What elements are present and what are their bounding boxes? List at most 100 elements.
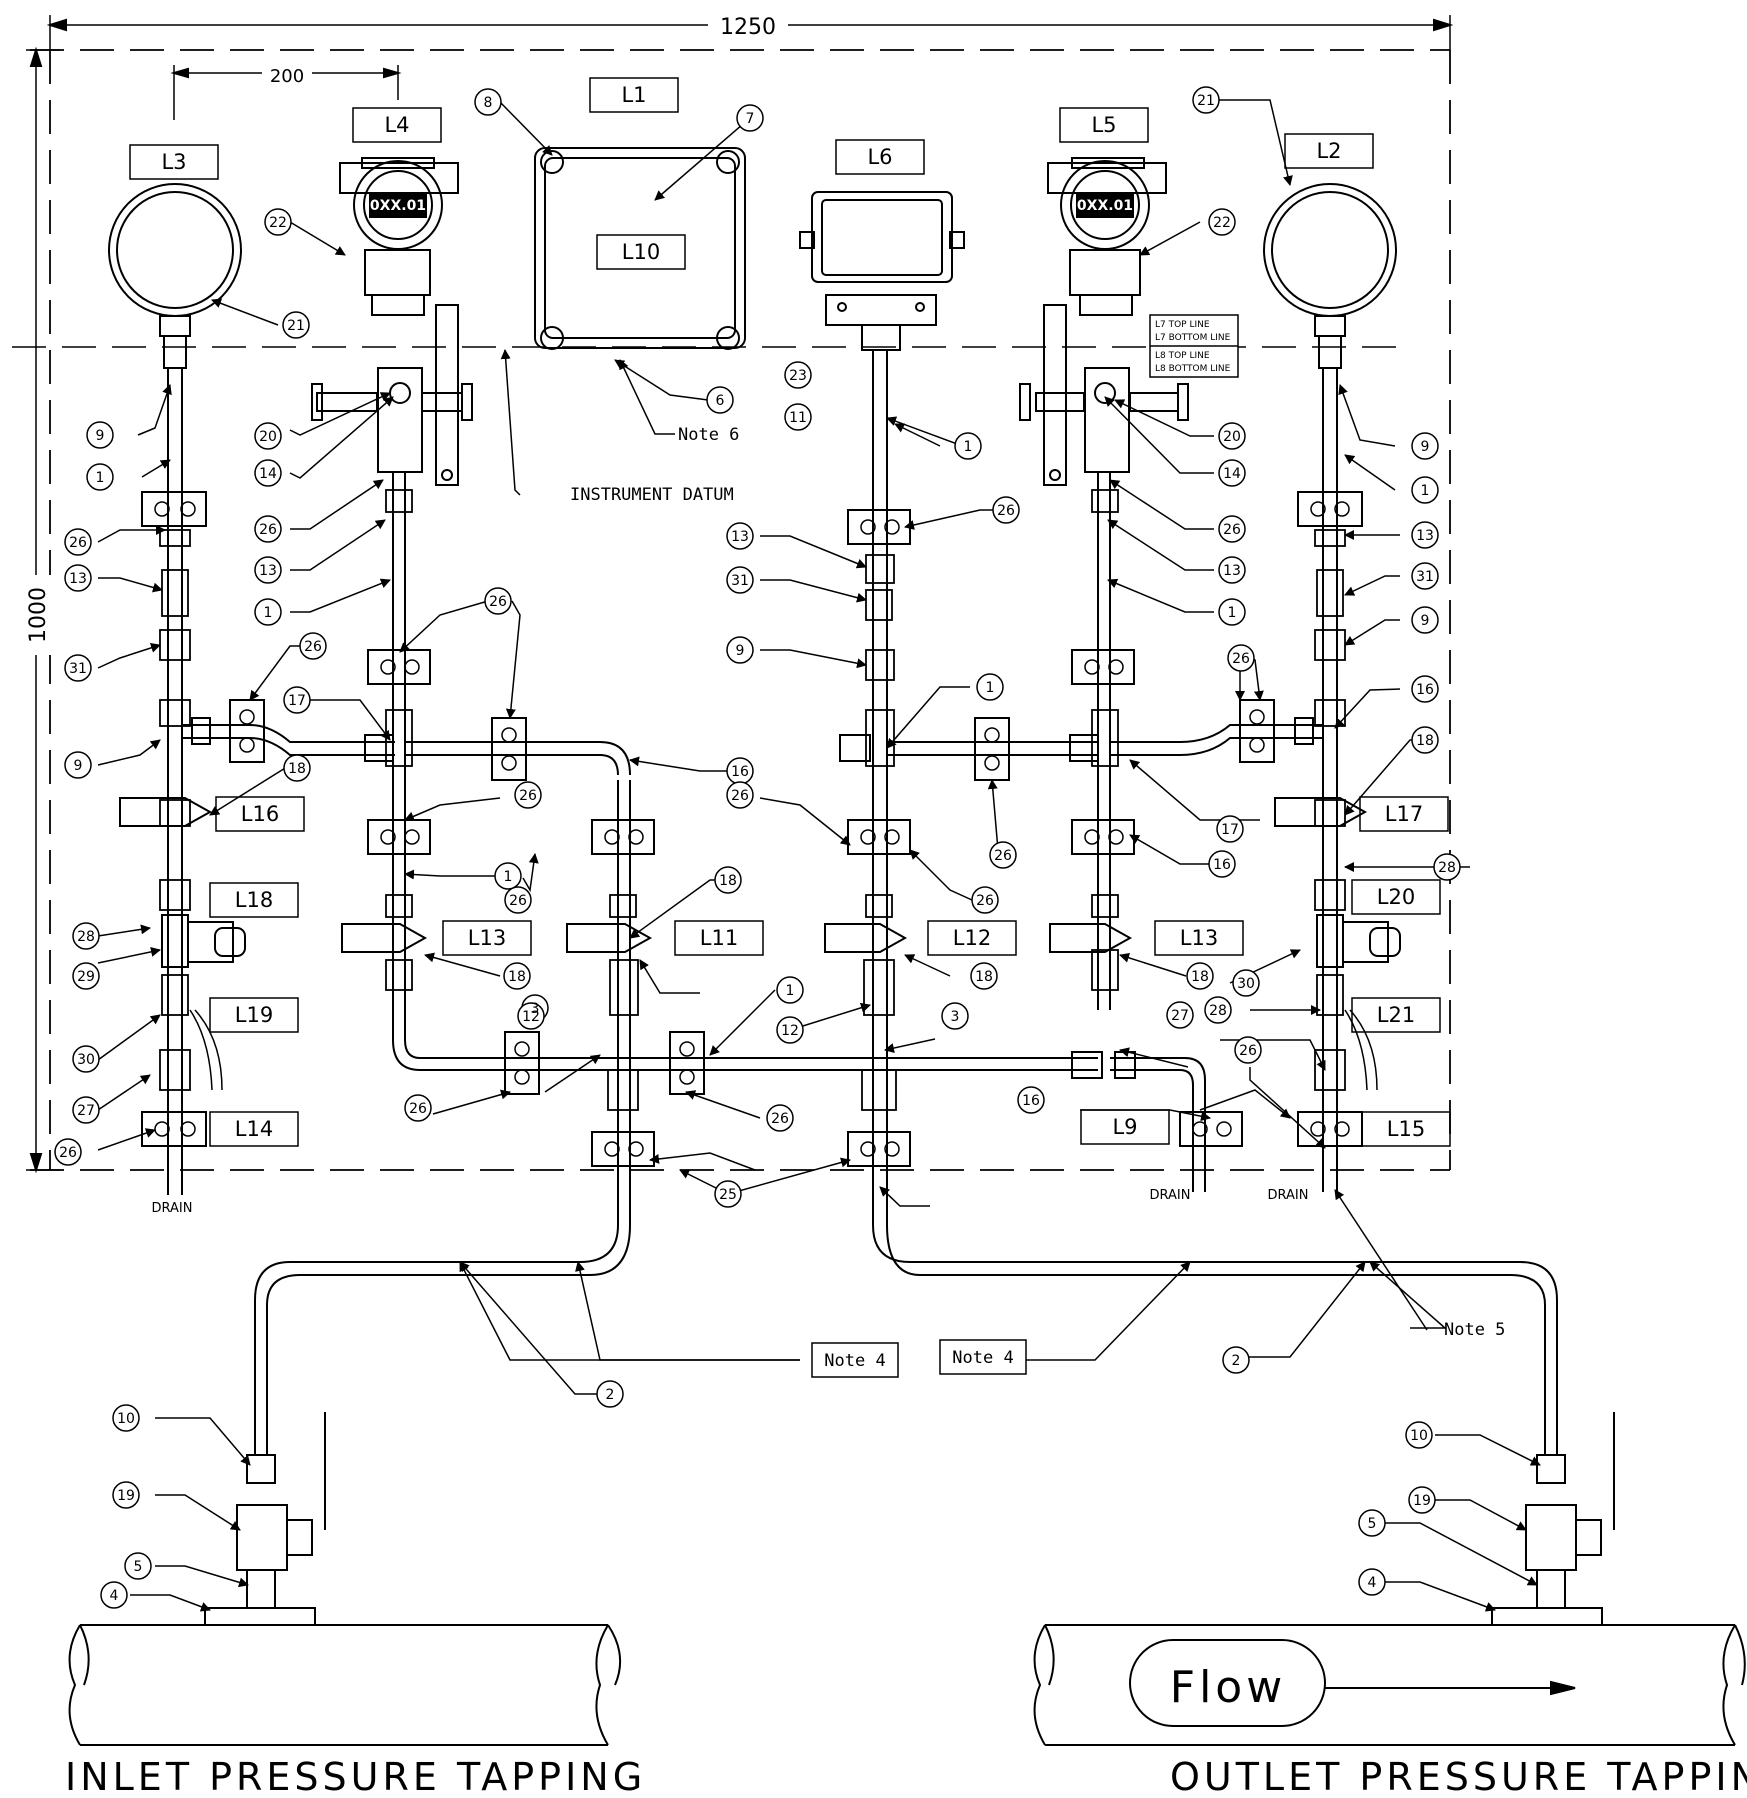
callout-29: 29 bbox=[77, 969, 95, 985]
callout-13-right-gauge: 13 bbox=[1416, 528, 1434, 544]
callout-4-right: 4 bbox=[1368, 1575, 1377, 1591]
callout-26-lower-left: 26 bbox=[409, 1101, 427, 1117]
pressure-transmitter-right bbox=[1043, 157, 1167, 486]
callout-6: 6 bbox=[716, 393, 725, 409]
label-L5: L5 bbox=[1091, 113, 1116, 137]
callout-20-left: 20 bbox=[259, 429, 277, 445]
label-L16: L16 bbox=[241, 802, 279, 826]
dimension-offset-label: 200 bbox=[270, 66, 304, 87]
note-6: Note 6 bbox=[678, 425, 739, 445]
callout-1-left-tx: 1 bbox=[264, 605, 273, 621]
callout-17-right: 17 bbox=[1221, 822, 1239, 838]
callout-9-left-top: 9 bbox=[96, 428, 105, 444]
process-pipe-inlet bbox=[68, 1607, 622, 1746]
callout-4-left: 4 bbox=[110, 1588, 119, 1604]
label-L3: L3 bbox=[161, 150, 186, 174]
callout-2-left: 2 bbox=[606, 1387, 615, 1403]
callout-31-switch: 31 bbox=[731, 573, 749, 589]
callout-22-right: 22 bbox=[1213, 215, 1231, 231]
callout-26-switch-mid: 26 bbox=[731, 788, 749, 804]
label-L4: L4 bbox=[384, 113, 409, 137]
legend-l7-top: L7 TOP LINE bbox=[1155, 320, 1210, 330]
callout-28-right-low: 28 bbox=[1209, 1003, 1227, 1019]
callout-19-left: 19 bbox=[117, 1488, 135, 1504]
tubing bbox=[167, 350, 1558, 1455]
note-5: Note 5 bbox=[1444, 1320, 1505, 1340]
line-legend: L7 TOP LINE L7 BOTTOM LINE L8 TOP LINE L… bbox=[1149, 314, 1239, 378]
note-4-left: Note 4 bbox=[824, 1351, 885, 1371]
callout-12-right: 12 bbox=[781, 1023, 799, 1039]
callout-3-left: 3 bbox=[531, 1001, 540, 1017]
label-L20: L20 bbox=[1377, 885, 1415, 909]
tube-clamps bbox=[141, 491, 1363, 1167]
label-L21: L21 bbox=[1377, 1003, 1415, 1027]
callout-16-mid: 16 bbox=[1213, 857, 1231, 873]
ball-valve-handle-L17 bbox=[1274, 797, 1368, 827]
dimension-labels: 1250 1000 200 bbox=[22, 10, 788, 655]
callout-13-right-tx: 13 bbox=[1223, 563, 1241, 579]
ball-valve-handle-L13-right bbox=[1049, 923, 1133, 953]
callout-18-l13: 18 bbox=[508, 969, 526, 985]
junction-box bbox=[534, 147, 746, 350]
callout-18-l13-right: 18 bbox=[1191, 969, 1209, 985]
callout-26-mid: 26 bbox=[489, 594, 507, 610]
location-label-texts: L1 L2 L3 L4 L5 L6 L9 L10 L11 L12 L13 L13… bbox=[161, 83, 1425, 1141]
callout-2-right: 2 bbox=[1232, 1353, 1241, 1369]
callout-9-right-top: 9 bbox=[1421, 439, 1430, 455]
label-L13-right: L13 bbox=[1180, 926, 1218, 950]
callout-12-left: 12 bbox=[522, 1009, 540, 1025]
callout-1-cross: 1 bbox=[986, 680, 995, 696]
callout-26-switch: 26 bbox=[997, 503, 1015, 519]
callout-30-left: 30 bbox=[77, 1052, 95, 1068]
callout-13-switch: 13 bbox=[731, 529, 749, 545]
callout-1-mid-left: 1 bbox=[504, 869, 513, 885]
label-L9: L9 bbox=[1112, 1115, 1137, 1139]
solenoid-valve-right bbox=[1316, 914, 1401, 968]
instrument-datum-label: INSTRUMENT DATUM bbox=[570, 485, 734, 505]
clamp-bolts bbox=[154, 501, 1350, 1157]
inlet-title: INLET PRESSURE TAPPING bbox=[65, 1755, 646, 1798]
callout-18-right: 18 bbox=[1416, 733, 1434, 749]
manifold-handle-right-a bbox=[1019, 383, 1189, 421]
callout-18-left: 18 bbox=[288, 761, 306, 777]
callout-14-right: 14 bbox=[1223, 466, 1241, 482]
callout-28-left: 28 bbox=[77, 929, 95, 945]
callout-17-left: 17 bbox=[288, 693, 306, 709]
callout-13-left-tx: 13 bbox=[259, 563, 277, 579]
callout-26-drain: 26 bbox=[1239, 1043, 1257, 1059]
callout-26-left-cross: 26 bbox=[304, 639, 322, 655]
callout-26-left-gauge: 26 bbox=[69, 535, 87, 551]
callout-21-left: 21 bbox=[287, 318, 305, 334]
legend-l8-top: L8 TOP LINE bbox=[1155, 351, 1210, 361]
label-L12: L12 bbox=[953, 926, 991, 950]
callout-9-left: 9 bbox=[74, 758, 83, 774]
callout-26-bottom-left: 26 bbox=[59, 1145, 77, 1161]
callout-26-right-cross: 26 bbox=[1232, 651, 1250, 667]
callout-7: 7 bbox=[746, 111, 755, 127]
callout-26-mid-low: 26 bbox=[509, 893, 527, 909]
callout-8: 8 bbox=[484, 95, 493, 111]
manifold-handle-left-a bbox=[311, 383, 473, 421]
switch-cable-right bbox=[1344, 1009, 1378, 1091]
callout-27-right: 27 bbox=[1171, 1008, 1189, 1024]
callout-19-right: 19 bbox=[1413, 1493, 1431, 1509]
drain-label-middle: DRAIN bbox=[1150, 1188, 1191, 1203]
dimension-width-label: 1250 bbox=[720, 15, 776, 40]
callout-28-right: 28 bbox=[1438, 860, 1456, 876]
callout-5-right: 5 bbox=[1368, 1516, 1377, 1532]
drain-label-right: DRAIN bbox=[1268, 1188, 1309, 1203]
legend-l7-bottom: L7 BOTTOM LINE bbox=[1155, 333, 1231, 343]
transmitter-right-display: 0XX.01 bbox=[1077, 198, 1133, 214]
callout-3-right: 3 bbox=[951, 1009, 960, 1025]
callout-26-left-tx: 26 bbox=[259, 522, 277, 538]
switch-housing bbox=[799, 191, 965, 351]
callout-27-left: 27 bbox=[77, 1103, 95, 1119]
transmitter-left-display: 0XX.01 bbox=[370, 198, 426, 214]
label-L15: L15 bbox=[1387, 1117, 1425, 1141]
callout-1-switch: 1 bbox=[964, 439, 973, 455]
leader-lines bbox=[97, 99, 1541, 1612]
outlet-title: OUTLET PRESSURE TAPPING bbox=[1170, 1755, 1747, 1798]
note-4-right: Note 4 bbox=[952, 1348, 1013, 1368]
callout-1-lower: 1 bbox=[786, 983, 795, 999]
callout-9-right: 9 bbox=[1421, 613, 1430, 629]
